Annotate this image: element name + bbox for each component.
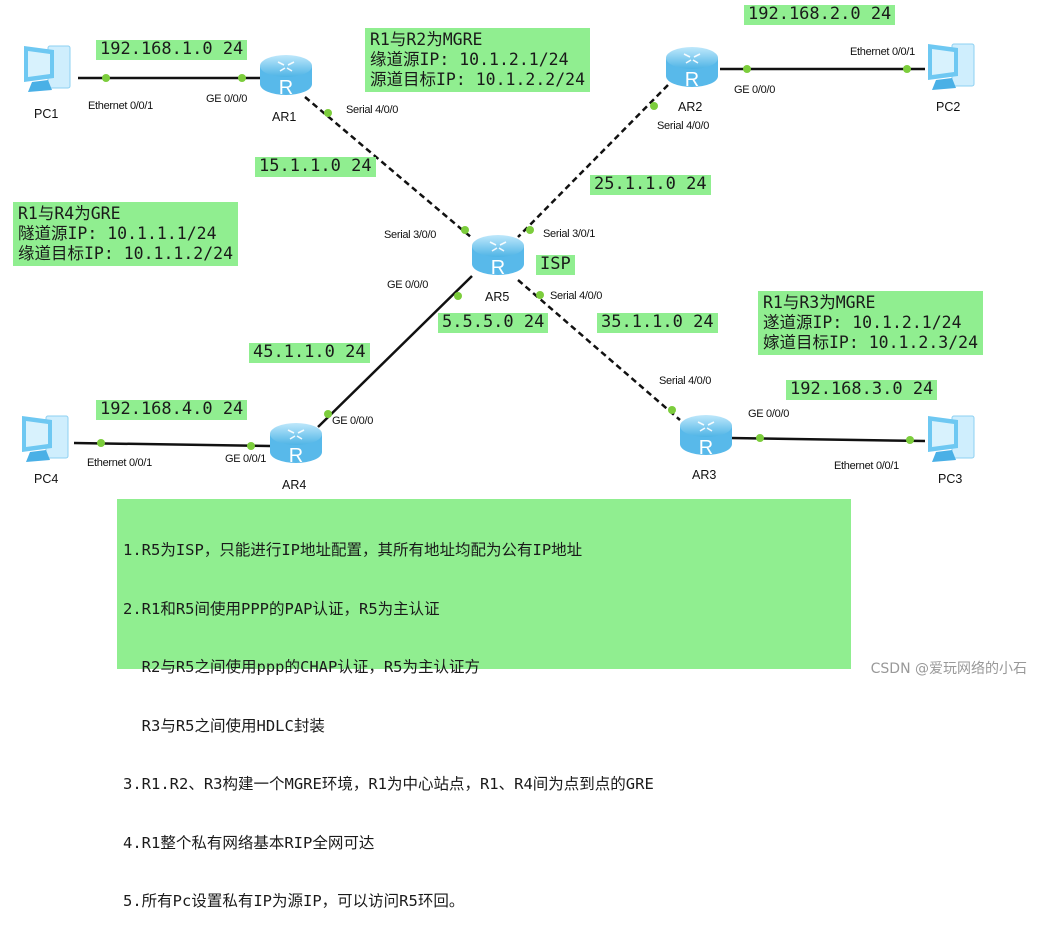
port-dot bbox=[906, 436, 914, 444]
tunnel-title: R1与R2为MGRE bbox=[370, 30, 483, 49]
port-label: GE 0/0/0 bbox=[734, 84, 776, 96]
link-ar5-ar3 bbox=[517, 279, 681, 421]
router-ar2-icon[interactable] bbox=[664, 44, 720, 90]
port-dot bbox=[668, 406, 676, 414]
port-label: Ethernet 0/0/1 bbox=[88, 100, 153, 112]
pc4-icon[interactable] bbox=[16, 410, 74, 468]
port-dot bbox=[247, 442, 255, 450]
network-label-wan25: 25.1.1.0 24 bbox=[590, 175, 711, 195]
network-label-lan1: 192.168.1.0 24 bbox=[96, 40, 248, 60]
pc3-label: PC3 bbox=[938, 472, 963, 486]
network-label-lan4: 192.168.4.0 24 bbox=[96, 400, 248, 420]
pc2-icon[interactable] bbox=[922, 38, 980, 96]
network-label-wan45: 45.1.1.0 24 bbox=[249, 343, 370, 363]
link-ar4-ar5 bbox=[317, 275, 473, 428]
ar1-label: AR1 bbox=[272, 110, 297, 124]
requirements-box: 1.R5为ISP，只能进行IP地址配置，其所有地址均配为公有IP地址 2.R1和… bbox=[117, 499, 851, 910]
requirement-item: R2与R5之间使用ppp的CHAP认证，R5为主认证方 bbox=[123, 658, 480, 676]
port-label: Serial 4/0/0 bbox=[659, 375, 712, 387]
network-label-wan5: 5.5.5.0 24 bbox=[438, 313, 549, 333]
requirement-item: 5.所有Pc设置私有IP为源IP，可以访问R5环回。 bbox=[123, 892, 465, 910]
requirement-item: 1.R5为ISP，只能进行IP地址配置，其所有地址均配为公有IP地址 bbox=[123, 541, 583, 559]
port-label: GE 0/0/0 bbox=[332, 415, 374, 427]
port-dot bbox=[743, 65, 751, 73]
tunnel-destination: 源道目标IP: 10.1.2.2/24 bbox=[370, 70, 586, 89]
port-dot bbox=[324, 109, 332, 117]
port-label: GE 0/0/1 bbox=[225, 453, 267, 465]
port-dot bbox=[650, 102, 658, 110]
link-pc4-ar4 bbox=[73, 441, 271, 448]
port-dot bbox=[102, 74, 110, 82]
network-label-lan2: 192.168.2.0 24 bbox=[744, 5, 896, 25]
link-ar1-ar5 bbox=[304, 96, 473, 239]
port-label: Serial 4/0/0 bbox=[550, 290, 603, 302]
ar4-label: AR4 bbox=[282, 478, 307, 492]
port-dot bbox=[454, 292, 462, 300]
router-ar4-icon[interactable] bbox=[268, 420, 324, 466]
network-label-wan35: 35.1.1.0 24 bbox=[597, 313, 718, 333]
ar5-label: AR5 bbox=[485, 290, 510, 304]
requirement-item: 4.R1整个私有网络基本RIP全网可达 bbox=[123, 833, 375, 852]
ar2-label: AR2 bbox=[678, 100, 703, 114]
port-dot bbox=[526, 226, 534, 234]
port-label: Serial 4/0/0 bbox=[346, 104, 399, 116]
pc1-icon[interactable] bbox=[18, 40, 76, 98]
port-dot bbox=[903, 65, 911, 73]
isp-label: ISP bbox=[536, 255, 575, 275]
router-ar3-icon[interactable] bbox=[678, 412, 734, 458]
port-label: Ethernet 0/0/1 bbox=[850, 46, 915, 58]
requirement-item: 2.R1和R5间使用PPP的PAP认证，R5为主认证 bbox=[123, 599, 440, 618]
port-dot bbox=[536, 291, 544, 299]
router-ar5-icon[interactable] bbox=[470, 232, 526, 278]
port-label: Serial 4/0/0 bbox=[657, 120, 710, 132]
port-label: GE 0/0/0 bbox=[748, 408, 790, 420]
pc2-label: PC2 bbox=[936, 100, 961, 114]
requirement-item: 3.R1.R2、R3构建一个MGRE环境，R1为中心站点，R1、R4间为点到点的… bbox=[123, 775, 654, 793]
port-label: Serial 3/0/0 bbox=[384, 229, 437, 241]
pc3-icon[interactable] bbox=[922, 410, 980, 468]
watermark: CSDN @爱玩网络的小石 bbox=[870, 661, 1027, 677]
port-label: GE 0/0/0 bbox=[387, 279, 429, 291]
tunnel-title: R1与R3为MGRE bbox=[763, 293, 876, 312]
link-ar2-ar5 bbox=[517, 84, 669, 238]
pc4-label: PC4 bbox=[34, 472, 59, 486]
port-label: Serial 3/0/1 bbox=[543, 228, 596, 240]
port-dot bbox=[238, 74, 246, 82]
network-label-lan3: 192.168.3.0 24 bbox=[786, 380, 938, 400]
tunnel-source: 隧道源IP: 10.1.1.1/24 bbox=[18, 224, 217, 243]
requirement-item: R3与R5之间使用HDLC封装 bbox=[123, 716, 325, 735]
port-dot bbox=[324, 410, 332, 418]
port-dot bbox=[97, 439, 105, 447]
network-label-wan15: 15.1.1.0 24 bbox=[255, 157, 376, 177]
tunnel-source: 缘道源IP: 10.1.2.1/24 bbox=[370, 50, 569, 69]
port-label: Ethernet 0/0/1 bbox=[87, 457, 152, 469]
tunnel-title: R1与R4为GRE bbox=[18, 204, 121, 223]
port-label: Ethernet 0/0/1 bbox=[834, 460, 899, 472]
topology-links bbox=[73, 65, 926, 450]
tunnel-source: 遂道源IP: 10.1.2.1/24 bbox=[763, 313, 962, 332]
port-dot bbox=[756, 434, 764, 442]
port-dot bbox=[461, 226, 469, 234]
router-ar1-icon[interactable] bbox=[258, 52, 314, 98]
tunnel-destination: 嫁道目标IP: 10.1.2.3/24 bbox=[763, 333, 979, 352]
ar3-label: AR3 bbox=[692, 468, 717, 482]
tunnel-destination: 缘道目标IP: 10.1.1.2/24 bbox=[18, 244, 234, 263]
port-label: GE 0/0/0 bbox=[206, 93, 248, 105]
pc1-label: PC1 bbox=[34, 107, 59, 121]
